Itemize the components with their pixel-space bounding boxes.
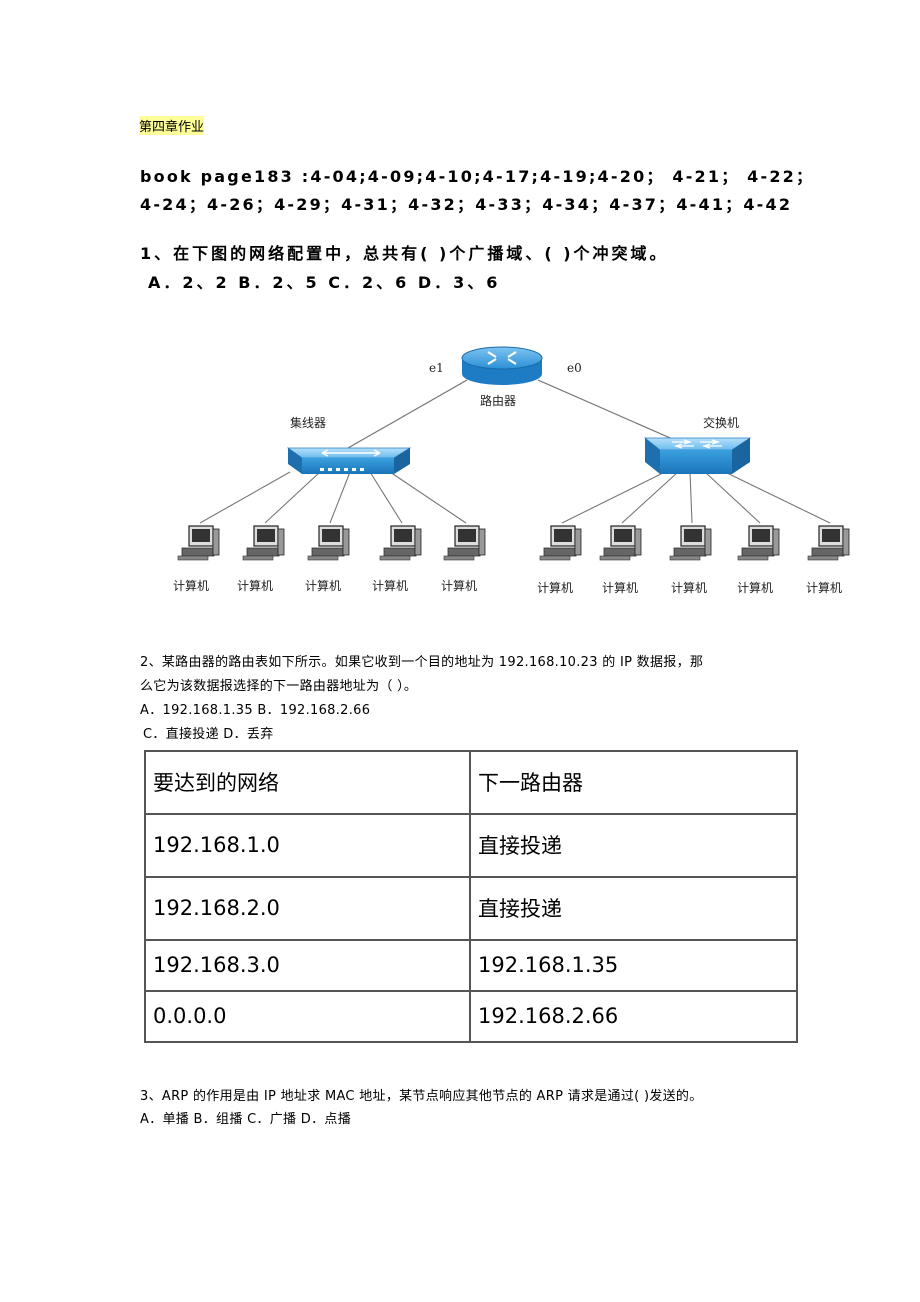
table-cell-next-router: 直接投递 [469,875,798,941]
book-exercise-list-continued: 4-24；4-26；4-29；4-31；4-32；4-33；4-34；4-37；… [140,195,793,214]
computer-9 [737,525,780,561]
table-cell-next-router: 直接投递 [469,812,798,878]
table-cell-network: 0.0.0.0 [144,989,471,1044]
question-3-stem: 3、ARP 的作用是由 IP 地址求 MAC 地址，某节点响应其他节点的 ARP… [140,1089,703,1104]
computer-10 [807,525,850,561]
computer-label: 计算机 [602,580,638,595]
port-label-e1: e1 [429,361,444,375]
book-exercise-list: book page183 :4-04;4-09;4-10;4-17;4-19;4… [140,167,815,186]
question-2-options-cd: C．直接投递 D．丢弃 [143,727,274,742]
hub-links [199,471,467,524]
computer-8 [669,525,712,561]
switch-label: 交换机 [703,415,739,430]
computer-label: 计算机 [537,580,573,595]
switch-icon [643,437,752,474]
router-label: 路由器 [480,393,516,408]
link-router-hub [347,379,468,449]
port-label-e0: e0 [567,361,582,375]
table-row: 192.168.1.0 直接投递 [144,812,798,878]
question-1-stem: 1、在下图的网络配置中，总共有( )个广播域、( )个冲突域。 [140,244,669,263]
question-1-options: A．2、2 B．2、5 C．2、6 D．3、6 [148,273,501,292]
computer-label: 计算机 [441,578,477,593]
computer-3 [307,525,350,561]
computer-label: 计算机 [237,578,273,593]
table-cell-next-router: 192.168.2.66 [469,989,798,1044]
table-header-next-router: 下一路由器 [469,750,798,815]
computer-2 [242,525,285,561]
computer-4 [379,525,422,561]
table-row: 0.0.0.0 192.168.2.66 [144,989,798,1044]
table-header-row: 要达到的网络 下一路由器 [144,750,798,815]
table-header-network: 要达到的网络 [144,750,471,815]
computer-label: 计算机 [305,578,341,593]
computer-5 [443,525,486,561]
table-cell-network: 192.168.1.0 [144,812,471,878]
routing-table: 要达到的网络 下一路由器 192.168.1.0 直接投递 192.168.2.… [144,750,798,1044]
computer-label: 计算机 [372,578,408,593]
computer-6 [539,525,582,561]
computer-label: 计算机 [806,580,842,595]
table-cell-next-router: 192.168.1.35 [469,938,798,992]
hub-icon [286,447,412,474]
computer-label: 计算机 [671,580,707,595]
table-cell-network: 192.168.2.0 [144,875,471,941]
computer-label: 计算机 [737,580,773,595]
switch-links [561,471,831,524]
question-2-stem: 2、某路由器的路由表如下所示。如果它收到一个目的地址为 192.168.10.2… [140,655,704,670]
question-2-options-ab: A．192.168.1.35 B．192.168.2.66 [140,703,371,718]
table-row: 192.168.3.0 192.168.1.35 [144,938,798,992]
table-cell-network: 192.168.3.0 [144,938,471,992]
question-3-options: A．单播 B．组播 C．广播 D．点播 [140,1112,351,1127]
link-router-switch [537,379,694,449]
computer-7 [599,525,642,561]
router-icon [461,346,543,385]
network-diagram: e1 e0 路由器 集线器 交换机 计算机 计算机 计算机 计算机 计算机 计算… [173,346,850,595]
hub-label: 集线器 [290,415,326,430]
chapter-title: 第四章作业 [139,116,205,135]
computer-label: 计算机 [173,578,209,593]
computer-1 [177,525,220,561]
question-2-stem-continued: 么它为该数据报选择的下一路由器地址为（ ）。 [140,679,418,694]
table-row: 192.168.2.0 直接投递 [144,875,798,941]
